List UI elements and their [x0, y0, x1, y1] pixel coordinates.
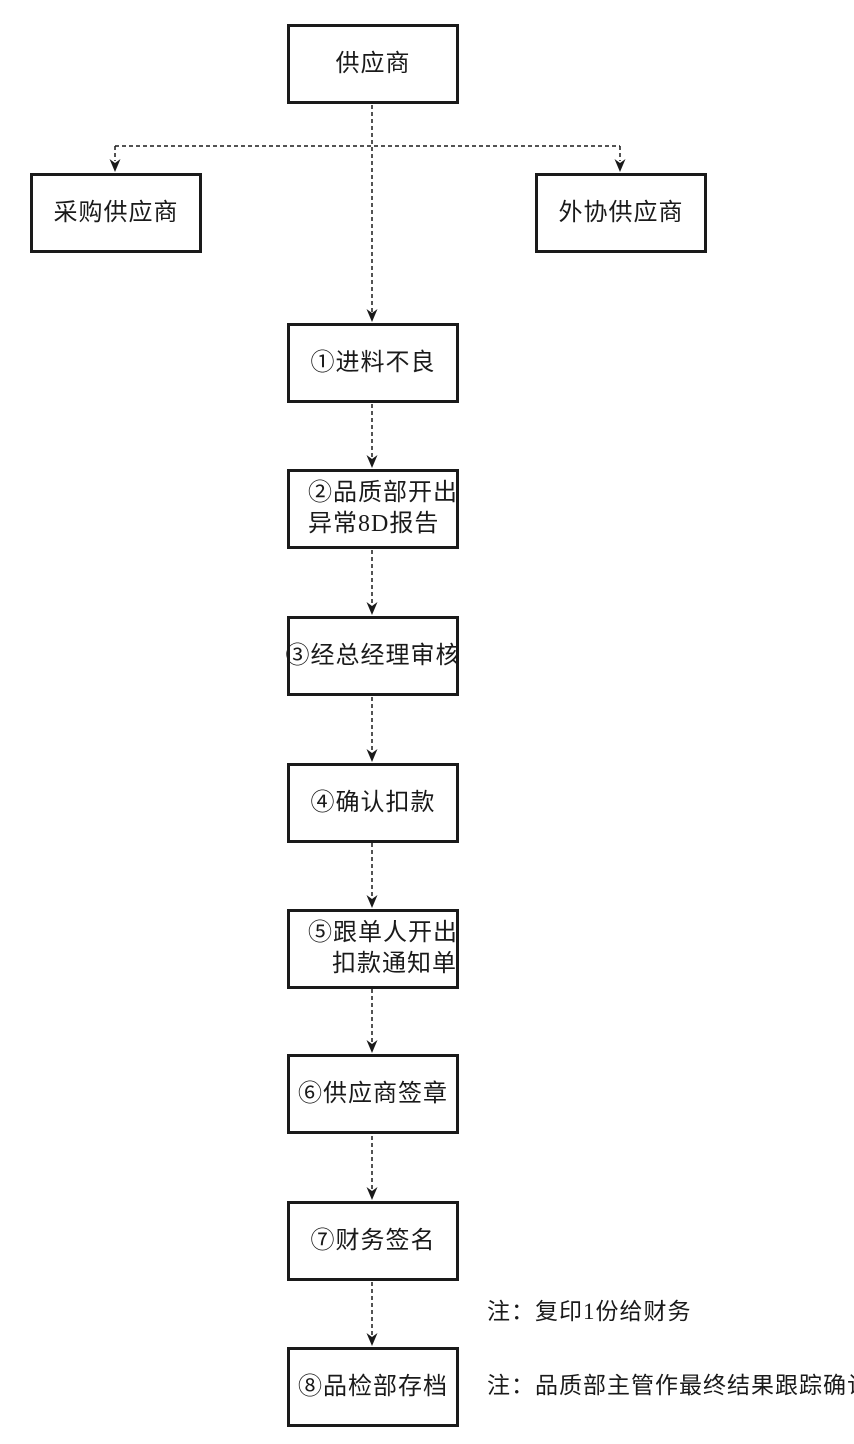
node-step1-label: ①进料不良 — [310, 349, 436, 376]
arrowhead-step5 — [366, 895, 378, 908]
node-step4-label: ④确认扣款 — [310, 789, 436, 816]
arrowhead-step7 — [366, 1187, 378, 1200]
arrowhead-step8 — [366, 1333, 378, 1346]
arrowhead-outsource — [614, 159, 626, 172]
node-step2-label-line2: 异常8D报告 — [308, 511, 440, 537]
node-step7-label: ⑦财务签名 — [310, 1227, 436, 1254]
node-purchase-supplier: 采购供应商 — [30, 173, 202, 253]
node-step2-quality-8d-report: ②品质部开出 异常8D报告 — [287, 469, 459, 549]
node-step7-finance-signature: ⑦财务签名 — [287, 1201, 459, 1281]
arrowhead-step3 — [366, 602, 378, 615]
note-quality-supervisor-tracking: 注：品质部主管作最终结果跟踪确认 — [487, 1373, 854, 1398]
node-step3-label: ③经总经理审核 — [285, 642, 461, 669]
node-step5-label-line1: ⑤跟单人开出 — [308, 920, 458, 946]
arrowhead-step2 — [366, 455, 378, 468]
node-supplier-label: 供应商 — [335, 50, 411, 77]
node-purchase-supplier-label: 采购供应商 — [53, 199, 179, 226]
node-step6-label: ⑥供应商签章 — [298, 1080, 448, 1107]
node-step4-confirm-deduction: ④确认扣款 — [287, 763, 459, 843]
node-outsource-supplier: 外协供应商 — [535, 173, 707, 253]
node-step8-label: ⑧品检部存档 — [298, 1373, 448, 1400]
note-copy-to-finance: 注：复印1份给财务 — [487, 1299, 692, 1324]
node-supplier: 供应商 — [287, 24, 459, 104]
node-step3-gm-review: ③经总经理审核 — [285, 616, 461, 696]
arrowhead-step4 — [366, 749, 378, 762]
node-step6-supplier-signature: ⑥供应商签章 — [287, 1054, 459, 1134]
arrowhead-step1 — [366, 309, 378, 322]
node-step5-label-line2: 扣款通知单 — [332, 951, 457, 977]
arrowhead-step6 — [366, 1040, 378, 1053]
node-step8-qc-archive: ⑧品检部存档 — [287, 1347, 459, 1427]
arrowhead-purchase — [109, 159, 121, 172]
node-step1-incoming-defect: ①进料不良 — [287, 323, 459, 403]
node-outsource-supplier-label: 外协供应商 — [558, 199, 684, 226]
node-step5-deduction-notice: ⑤跟单人开出 扣款通知单 — [287, 909, 459, 989]
node-step2-label-line1: ②品质部开出 — [308, 480, 458, 506]
